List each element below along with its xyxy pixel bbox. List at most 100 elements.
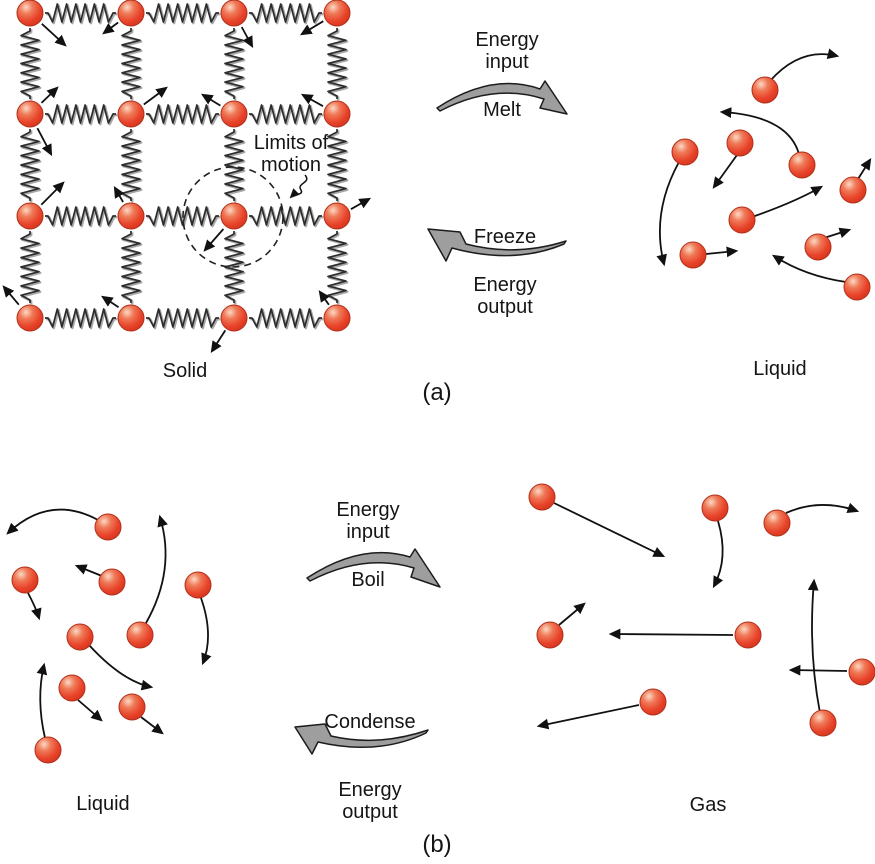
- spring-shadow: [147, 309, 221, 330]
- liquid-b-atom: [98, 568, 126, 596]
- motion-arrow: [36, 662, 48, 739]
- limits-of-motion-label: Limits of motion: [254, 132, 328, 176]
- liquid-b-atom: [58, 674, 86, 702]
- solid-atom: [323, 304, 351, 332]
- solid-atom: [220, 304, 248, 332]
- liquid-a-atom: [788, 151, 816, 179]
- liquid-b-atom: [94, 513, 122, 541]
- liquid-a-label: Liquid: [753, 358, 807, 380]
- gas-atom: [701, 494, 729, 522]
- annotation-leader-arrow: [289, 174, 308, 199]
- spring: [121, 28, 141, 99]
- liquid-a-atom: [671, 138, 699, 166]
- motion-arrow: [807, 578, 821, 714]
- gas-atom: [528, 483, 556, 511]
- motion-arrow: [40, 181, 65, 206]
- transition-arrows: [294, 80, 568, 755]
- spring-shadow: [147, 105, 221, 126]
- gas-atom: [639, 688, 667, 716]
- solid-atom: [117, 304, 145, 332]
- spring: [146, 308, 219, 328]
- liquid-b-atom: [34, 736, 62, 764]
- solid-atom: [323, 0, 351, 27]
- motion-arrow: [536, 704, 640, 730]
- spring: [224, 28, 244, 99]
- motion-arrow: [608, 628, 734, 640]
- motion-arrow: [712, 520, 724, 589]
- solid-atom: [117, 202, 145, 230]
- motion-arrow: [6, 508, 99, 535]
- motion-arrow: [88, 644, 154, 691]
- liquid-b-atom: [11, 566, 39, 594]
- solid-atom: [117, 100, 145, 128]
- motion-arrow: [27, 592, 42, 621]
- freeze-label: Freeze: [473, 226, 537, 248]
- solid-atom: [323, 202, 351, 230]
- spring-shadow: [122, 29, 143, 101]
- gas-atom: [536, 621, 564, 649]
- motion-arrow: [102, 21, 119, 35]
- solid-atom: [16, 202, 44, 230]
- motion-arrow: [203, 228, 225, 252]
- gas-label: Gas: [689, 794, 727, 816]
- motion-arrow: [769, 48, 840, 82]
- spring-shadow: [21, 29, 42, 101]
- caption-a: (a): [422, 379, 452, 406]
- energy-output-b-line2: output: [342, 801, 398, 823]
- spring: [45, 3, 116, 23]
- gas-atom: [734, 621, 762, 649]
- liquid-b-atom: [66, 623, 94, 651]
- spring-shadow: [147, 4, 221, 25]
- spring-shadow: [250, 105, 324, 126]
- motion-arrow: [785, 502, 860, 514]
- energy-input-b-label: Energy input: [336, 499, 399, 543]
- motion-arrow: [143, 86, 168, 106]
- spring: [146, 104, 219, 124]
- spring: [249, 308, 322, 328]
- motion-arrow: [772, 254, 847, 283]
- liquid-a-atom: [751, 76, 779, 104]
- limits-of-motion-line1: Limits of: [253, 132, 329, 154]
- spring-shadow: [328, 232, 349, 305]
- spring: [45, 104, 116, 124]
- motion-arrow: [719, 107, 800, 155]
- gas-atom: [763, 509, 791, 537]
- motion-arrow: [712, 154, 738, 189]
- gas-atom: [848, 658, 875, 686]
- condense-arrow: [294, 723, 429, 755]
- limits-of-motion-circle: [182, 166, 284, 268]
- motion-arrow: [751, 185, 824, 218]
- motion-arrow: [823, 227, 852, 239]
- spring: [121, 231, 141, 303]
- energy-input-b-line1: Energy: [336, 499, 400, 521]
- solid-label: Solid: [162, 360, 208, 382]
- liquid-b-atom: [184, 571, 212, 599]
- solid-atom: [16, 304, 44, 332]
- spring: [224, 129, 244, 201]
- spring: [249, 206, 322, 226]
- motion-arrow: [558, 602, 586, 626]
- motion-arrow: [145, 514, 168, 624]
- spring-shadow: [250, 207, 324, 228]
- spring-shadow: [250, 309, 324, 330]
- spring: [20, 231, 40, 303]
- motion-arrow: [36, 127, 53, 157]
- liquid-b: [6, 508, 212, 764]
- motion-arrow: [240, 26, 254, 49]
- liquid-a-atom: [726, 129, 754, 157]
- melt-label: Melt: [483, 99, 521, 121]
- liquid-a-atom: [839, 176, 867, 204]
- motion-arrow: [200, 597, 212, 666]
- energy-input-a-line2: input: [485, 51, 529, 73]
- freeze-arrow: [427, 228, 567, 262]
- motion-arrow: [300, 93, 324, 107]
- spring-shadow: [122, 232, 143, 305]
- boil-arrow: [306, 548, 441, 588]
- solid-atom: [323, 100, 351, 128]
- energy-input-b-line2: input: [346, 521, 390, 543]
- spring-shadow: [21, 130, 42, 203]
- spring-shadow: [46, 105, 118, 126]
- motion-arrow: [788, 664, 848, 676]
- spring-shadow: [122, 130, 143, 203]
